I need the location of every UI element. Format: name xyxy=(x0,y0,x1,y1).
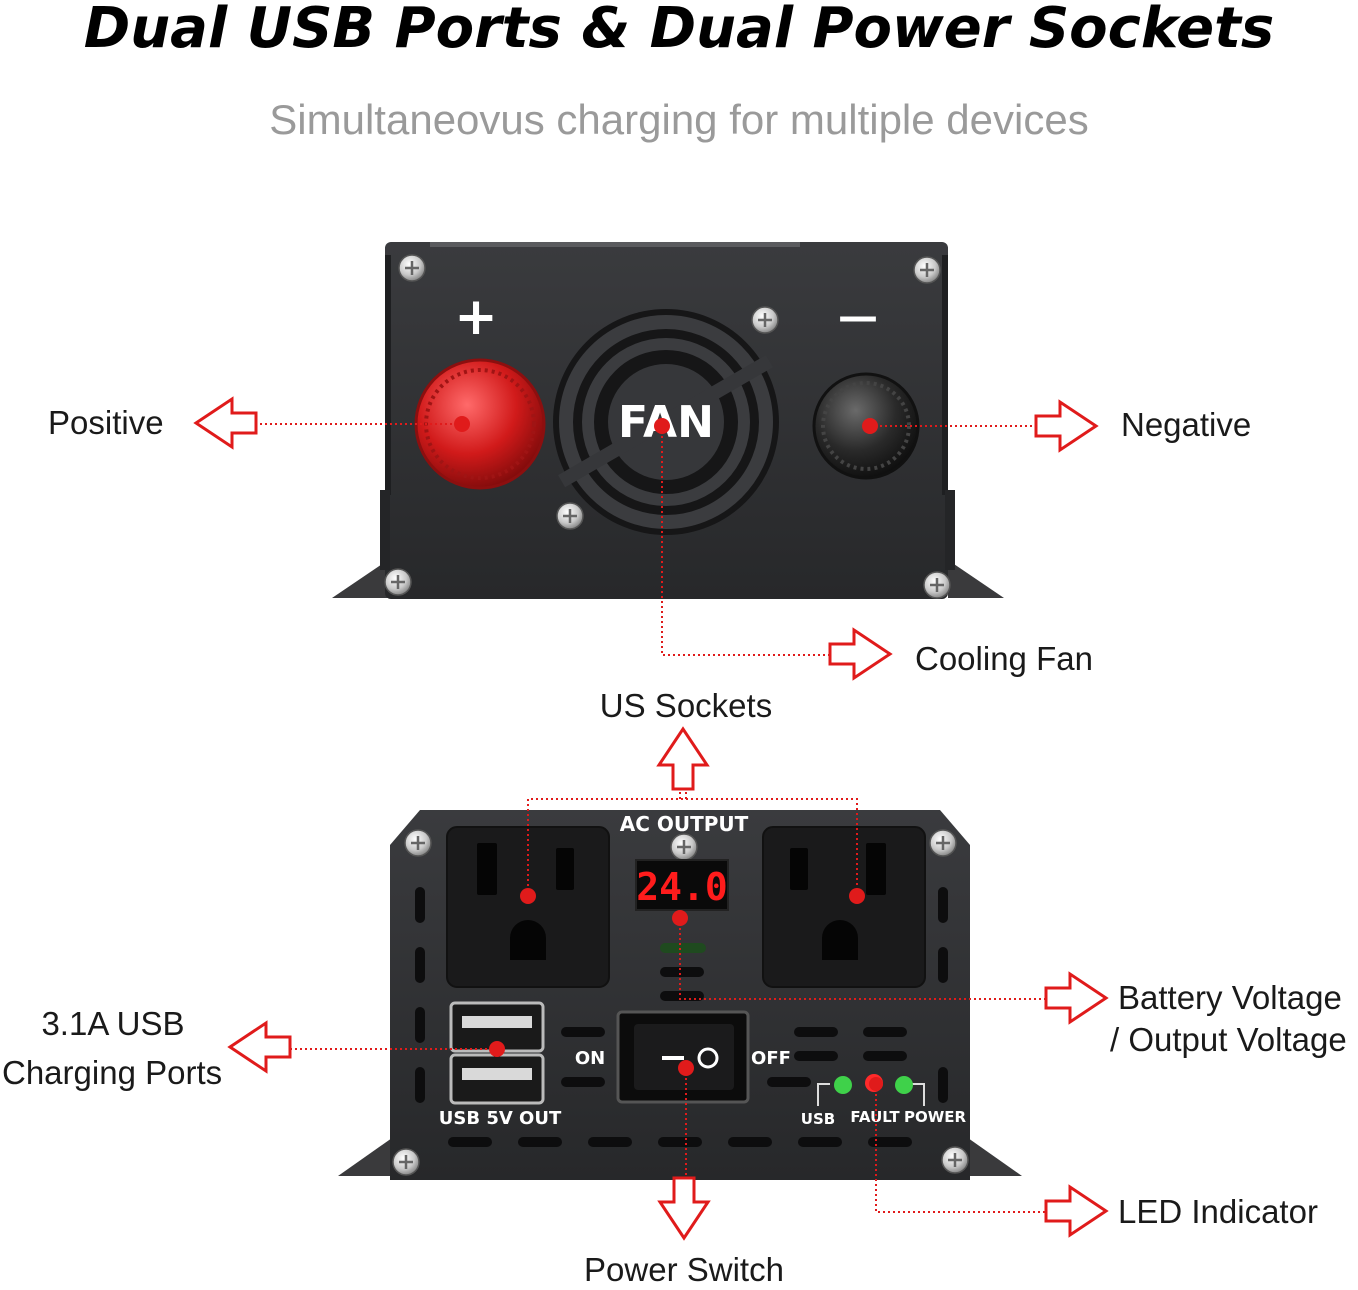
screw-icon xyxy=(391,1147,421,1177)
usb-ports-callout-line1: 3.1A USB xyxy=(41,1005,185,1042)
screw-icon xyxy=(403,828,433,858)
negative-callout: Negative xyxy=(1121,406,1252,443)
voltage-callout-line2: / Output Voltage xyxy=(1110,1021,1347,1058)
page-subtitle: Simultaneovus charging for multiple devi… xyxy=(269,96,1089,143)
screw-icon xyxy=(750,305,780,335)
screw-icon xyxy=(912,255,942,285)
led-fault-label: FAULT xyxy=(850,1108,900,1126)
usb-ports-callout-line2: Charging Ports xyxy=(2,1054,223,1091)
positive-callout: Positive xyxy=(48,404,164,441)
usb-out-label: USB 5V OUT xyxy=(439,1108,562,1129)
power-switch-callout: Power Switch xyxy=(584,1251,784,1288)
screw-icon xyxy=(669,832,699,862)
on-label: ON xyxy=(575,1048,605,1069)
ac-outlet-left xyxy=(446,826,610,988)
screw-icon xyxy=(940,1145,970,1175)
voltage-readout: 24.0 xyxy=(636,865,728,909)
ac-outlet-right xyxy=(762,826,926,988)
arrow-right-icon xyxy=(1034,399,1099,453)
arrow-right-icon xyxy=(828,627,893,681)
arrow-down-icon xyxy=(657,1176,711,1241)
arrow-up-icon xyxy=(656,726,710,791)
screw-icon xyxy=(928,828,958,858)
screw-icon xyxy=(397,253,427,283)
us-sockets-callout: US Sockets xyxy=(599,687,773,724)
voltage-display: 24.0 xyxy=(635,859,729,911)
off-label: OFF xyxy=(751,1048,791,1069)
inverter-back-panel: FAN + — xyxy=(332,242,1004,600)
arrow-left-icon xyxy=(227,1020,292,1074)
led-indicator-callout: LED Indicator xyxy=(1118,1193,1318,1230)
screw-icon xyxy=(383,567,413,597)
usb-port-bottom xyxy=(449,1053,545,1105)
negative-symbol: — xyxy=(838,294,878,340)
screw-icon xyxy=(922,570,952,600)
positive-terminal xyxy=(414,358,546,490)
power-switch xyxy=(616,1010,750,1104)
arrow-right-icon xyxy=(1044,1184,1109,1238)
usb-port-top xyxy=(449,1001,545,1053)
led-power xyxy=(895,1076,913,1094)
arrow-left-icon xyxy=(193,396,258,450)
arrow-right-icon xyxy=(1044,971,1109,1025)
led-usb xyxy=(834,1076,852,1094)
page-title: Dual USB Ports & Dual Power Sockets xyxy=(83,0,1275,61)
screw-icon xyxy=(555,501,585,531)
positive-symbol: + xyxy=(454,287,498,347)
led-power-label: POWER xyxy=(904,1108,967,1126)
led-usb-label: USB xyxy=(801,1110,835,1128)
cooling-fan-callout: Cooling Fan xyxy=(915,640,1093,677)
voltage-callout-line1: Battery Voltage xyxy=(1118,979,1342,1016)
ac-output-label: AC OUTPUT xyxy=(620,812,749,836)
